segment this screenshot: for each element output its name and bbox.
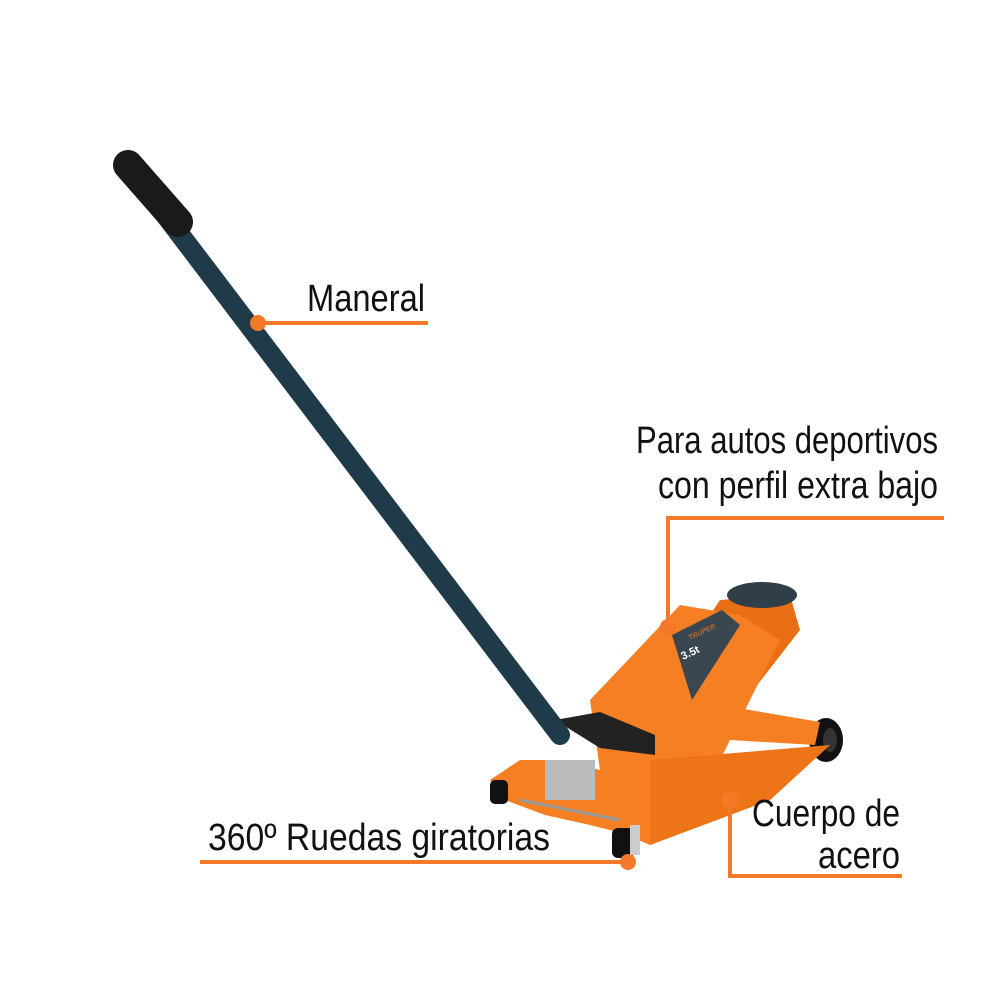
jack-body-side xyxy=(650,745,830,845)
saddle xyxy=(727,582,797,608)
front-frame xyxy=(490,760,640,835)
callout-body: Cuerpo de acero xyxy=(722,792,902,878)
swivel-wheel xyxy=(490,780,508,804)
callout-low-profile-line2: con perfil extra bajo xyxy=(658,465,938,507)
swivel-wheel xyxy=(612,825,640,858)
callout-wheels-label: 360º Ruedas giratorias xyxy=(208,817,550,859)
callout-body-line1: Cuerpo de xyxy=(752,793,900,835)
callout-wheels: 360º Ruedas giratorias xyxy=(200,817,636,870)
callout-handle-label: Maneral xyxy=(307,278,425,320)
jack-frame-arm xyxy=(720,705,820,745)
pump-pedal xyxy=(555,712,655,755)
handle-bar xyxy=(140,185,570,745)
callout-low-profile-line1: Para autos deportivos xyxy=(636,420,938,462)
callout-low-profile: Para autos deportivos con perfil extra b… xyxy=(636,420,944,635)
product-label: TRUPER 3.5t xyxy=(672,610,740,700)
handle-grip xyxy=(113,150,193,237)
callout-handle: Maneral xyxy=(250,278,428,331)
callout-body-line2: acero xyxy=(818,835,900,877)
